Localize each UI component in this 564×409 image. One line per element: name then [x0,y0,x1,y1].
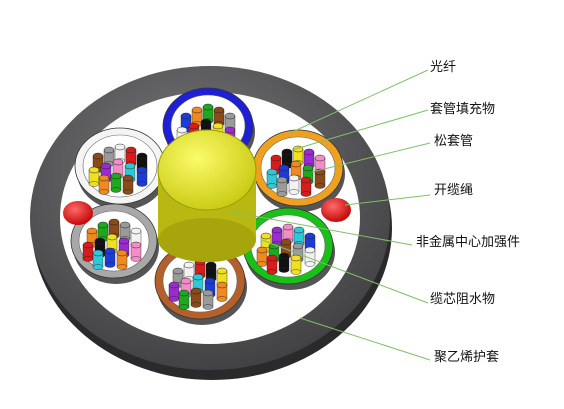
leader-pe-sheath [299,317,431,361]
leader-core-water [261,239,429,304]
ripcord-left [63,201,93,225]
fiber [290,254,302,275]
fiber [276,176,288,197]
label-pe-sheath: 聚乙烯护套 [434,350,500,365]
central-strength-member [157,129,257,262]
leader-central-member [231,211,413,246]
fiber [116,249,128,270]
loose-tube-grey [70,203,159,284]
fiber [256,246,268,267]
loose-tube-white [74,127,167,210]
fiber [110,172,122,193]
fiber [168,281,180,302]
loose-tube-brown [154,242,247,325]
label-core-water-blocking: 缆芯阻水物 [430,292,496,307]
fiber [278,252,290,273]
leader-loose-tube [311,142,431,173]
fiber [300,176,312,197]
fiber [266,168,278,189]
fiber [82,241,94,262]
leader-tube-filling [291,109,429,151]
fiber [92,249,104,270]
fiber [122,174,134,195]
label-fiber: 光纤 [430,60,457,75]
fiber [178,289,190,310]
leader-ripcord [344,194,431,206]
fiber [130,241,142,262]
fiber [266,254,278,275]
fiber [314,168,326,189]
leader-fiber [289,69,429,134]
ripcord-right [321,198,351,222]
label-central-member: 非金属中心加强件 [416,235,521,250]
fiber [104,247,116,268]
fiber [293,226,305,247]
fiber [190,287,202,308]
fiber [304,246,316,267]
label-loose-tube: 松套管 [434,134,474,149]
label-ripcord: 开缆绳 [434,183,474,198]
loose-tube-orange [252,129,345,212]
fiber [216,281,228,302]
fiber [98,174,110,195]
fiber [136,166,148,187]
fiber [288,174,300,195]
fiber [202,289,214,310]
label-tube-filling: 套管填充物 [430,102,496,117]
fiber [88,166,100,187]
